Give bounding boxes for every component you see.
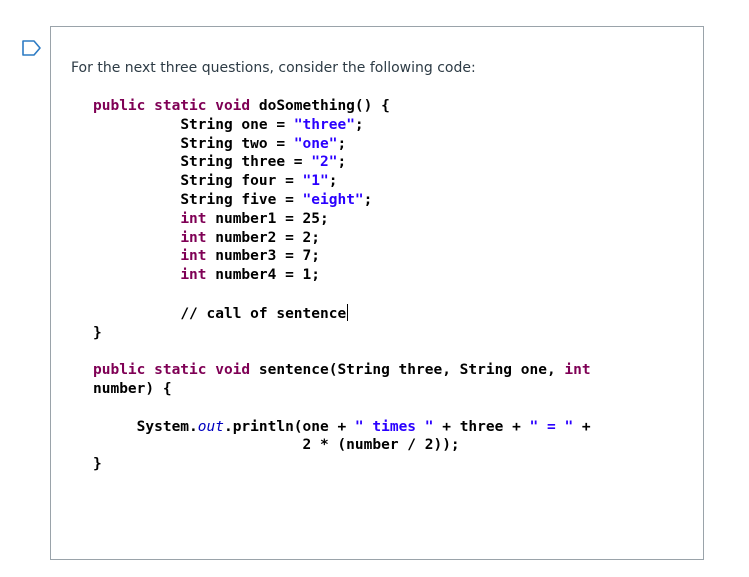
code-line-blank: [93, 342, 591, 361]
code-line-int-number4: int number4 = 1;: [180, 267, 321, 284]
code-line-string-one: String one = "three";: [180, 116, 364, 133]
code-line-close-brace: }: [93, 324, 102, 341]
code-line-string-two: String two = "one";: [180, 135, 347, 152]
code-line-string-five: String five = "eight";: [180, 191, 373, 208]
code-line-int-number1: int number1 = 25;: [180, 210, 329, 227]
code-line-int-number3: int number3 = 7;: [180, 248, 321, 265]
question-prompt: For the next three questions, consider t…: [71, 60, 476, 76]
code-line-string-three: String three = "2";: [180, 154, 347, 171]
code-line-comment: // call of sentence: [180, 303, 349, 322]
code-line-int-number2: int number2 = 2;: [180, 229, 321, 246]
code-line-sentence-signature-cont: number) {: [93, 380, 172, 397]
code-line-method-signature: public static void doSomething() {: [93, 98, 390, 114]
code-line-println-cont: 2 * (number / 2));: [302, 437, 460, 454]
code-line-println: System.out.println(one + " times " + thr…: [136, 418, 591, 435]
code-line-blank: [93, 285, 591, 304]
question-card: For the next three questions, consider t…: [50, 26, 704, 560]
code-line-sentence-signature: public static void sentence(String three…: [93, 362, 591, 379]
flag-question-icon[interactable]: [22, 40, 42, 56]
code-block: public static void doSomething() { Strin…: [93, 97, 591, 474]
code-line-blank: [93, 399, 591, 418]
code-line-close-brace-2: }: [93, 456, 102, 473]
code-line-string-four: String four = "1";: [180, 173, 338, 190]
text-cursor: [347, 303, 349, 321]
